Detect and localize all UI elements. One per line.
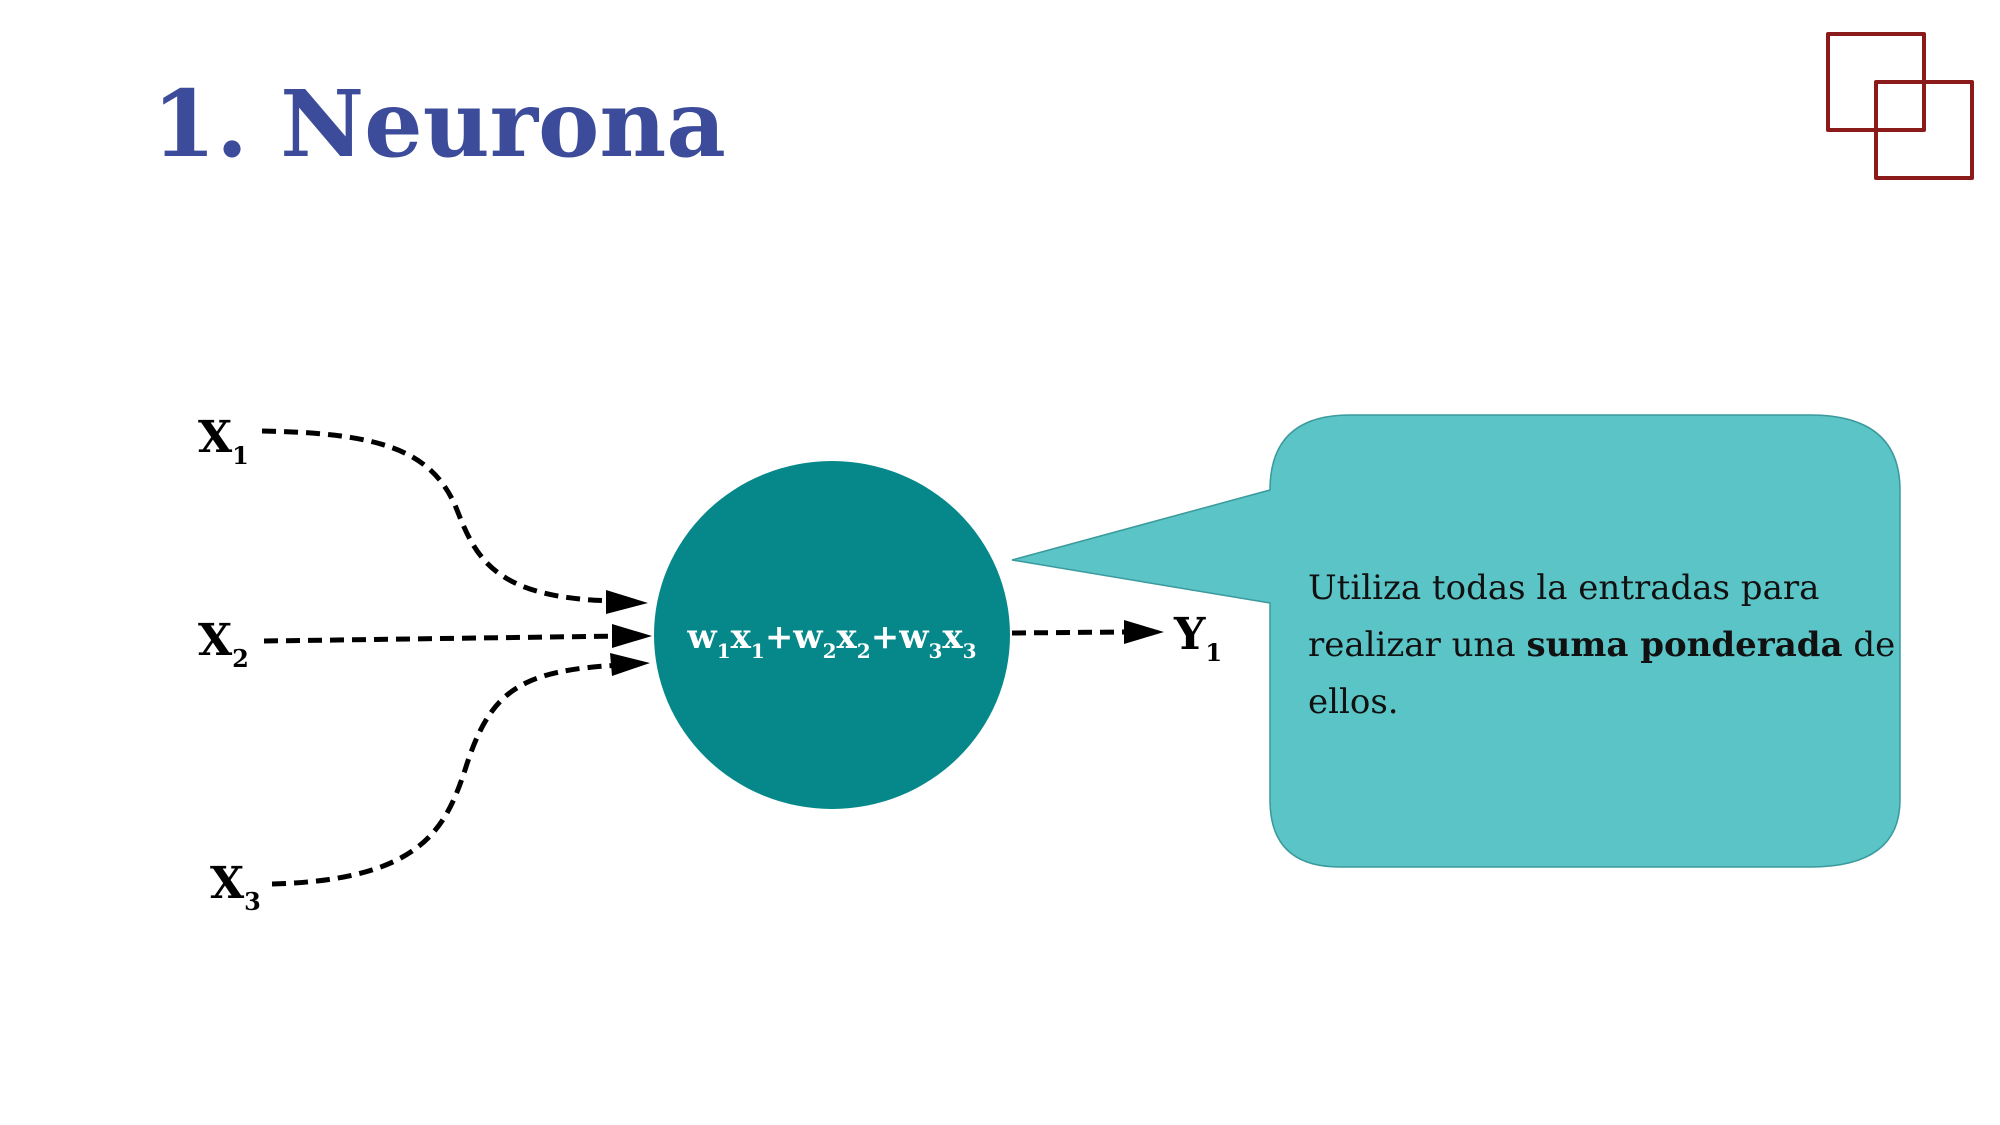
callout-text-lead: Utiliza todas la entradas para realizar …	[1308, 568, 1820, 665]
input-label-x3: X3	[210, 858, 261, 916]
input-3-connector	[271, 662, 623, 887]
output-label-y1: Y1	[1173, 609, 1222, 667]
output-arrowhead	[1124, 620, 1164, 644]
input-label-x2: X2	[198, 615, 249, 673]
logo-square-front	[1874, 80, 1974, 180]
input-2-connector	[263, 633, 623, 644]
neuron-circle	[654, 461, 1010, 809]
weighted-sum-formula: w1x1+w2x2+w3x3	[686, 617, 976, 663]
input-1-arrowhead	[606, 590, 648, 614]
callout-text-bold: suma ponderada	[1526, 625, 1843, 665]
slide-title: 1. Neurona	[152, 70, 726, 178]
input-2-arrowhead	[612, 624, 652, 648]
output-connector	[1011, 629, 1129, 636]
input-1-connector	[261, 428, 621, 604]
input-3-arrowhead	[610, 653, 650, 676]
callout-text: Utiliza todas la entradas para realizar …	[1308, 560, 1908, 731]
input-label-x1: X1	[198, 412, 249, 470]
callout-text-tail: de ellos.	[1308, 625, 1896, 722]
callout-bubble	[1011, 414, 1901, 868]
overlapping-squares-icon	[1826, 32, 1982, 188]
